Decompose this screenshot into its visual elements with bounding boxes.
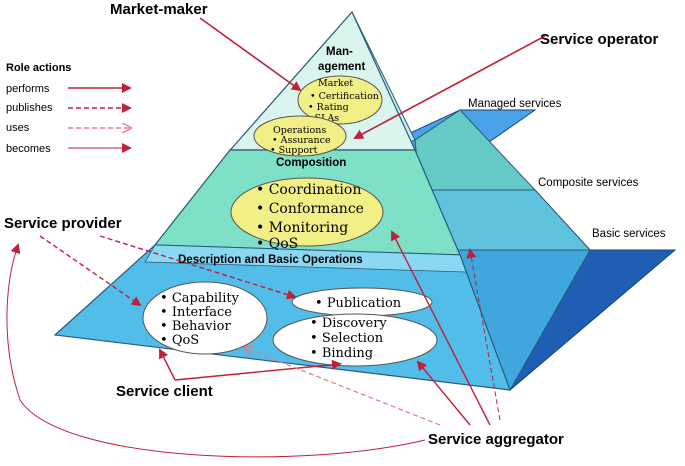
market-oval xyxy=(297,75,383,125)
composition-item-1: • Coordination xyxy=(256,182,361,198)
discovery-item-2: • Selection xyxy=(310,331,384,346)
provider-publishes-publication-arrow xyxy=(99,235,297,300)
market-item-2: • Certification xyxy=(310,91,379,102)
legend-publishes: publishes xyxy=(6,102,53,114)
market-item-1: Market xyxy=(318,78,353,89)
managed-services-label: Managed services xyxy=(468,98,562,110)
publication-item-1: • Publication xyxy=(315,296,402,311)
discovery-item-1: • Discovery xyxy=(310,316,387,331)
basic-services-label: Basic services xyxy=(592,228,666,240)
composite-services-label: Composite services xyxy=(538,177,639,189)
composition-title: Composition xyxy=(276,157,346,169)
management-title-line1: Man- xyxy=(326,46,353,58)
client-performs-discovery-arrow xyxy=(174,359,342,381)
service-operator-arrow xyxy=(353,35,546,139)
aggregator-performs-composition-arrow xyxy=(391,230,491,426)
client-performs-capability-arrow xyxy=(159,348,176,381)
discovery-item-3: • Binding xyxy=(310,346,373,361)
operations-item-3: • Support xyxy=(270,145,318,156)
operations-oval xyxy=(253,115,347,157)
composition-item-4: • QoS xyxy=(256,236,298,252)
legend-becomes: becomes xyxy=(6,143,51,155)
aggregator-uses-capability-arrow xyxy=(245,348,441,426)
service-provider-label: Service provider xyxy=(4,215,122,232)
aggregator-performs-discovery-arrow xyxy=(416,360,471,426)
legend-uses: uses xyxy=(6,122,30,134)
market-maker-label: Market-maker xyxy=(110,1,208,18)
capability-item-4: • QoS xyxy=(160,333,199,348)
aggregator-becomes-operator-arrow xyxy=(466,248,501,421)
provider-publishes-capability-arrow xyxy=(39,235,142,307)
operations-item-1: Operations xyxy=(273,125,326,136)
legend-title: Role actions xyxy=(6,62,71,74)
composition-item-2: • Conformance xyxy=(256,201,364,217)
legend-performs: performs xyxy=(6,83,50,95)
management-title-line2: agement xyxy=(318,61,365,73)
service-operator-label: Service operator xyxy=(540,31,659,48)
market-maker-arrow xyxy=(199,17,302,92)
market-item-3: • Rating xyxy=(308,102,349,113)
tier-basic-header xyxy=(144,244,467,273)
operations-item-2: • Assurance xyxy=(272,135,331,146)
basic-layer-title: Description and Basic Operations xyxy=(178,254,363,266)
composition-oval xyxy=(230,177,384,247)
capability-oval xyxy=(142,281,268,355)
aggregator-becomes-provider-arrow xyxy=(6,243,426,458)
service-aggregator-label: Service aggregator xyxy=(428,431,564,448)
capability-item-2: • Interface xyxy=(160,305,232,320)
capability-item-3: • Behavior xyxy=(160,319,232,334)
discovery-oval xyxy=(272,313,438,367)
capability-item-1: • Capability xyxy=(160,291,240,306)
composition-item-3: • Monitoring xyxy=(256,220,348,236)
service-client-label: Service client xyxy=(116,383,213,400)
